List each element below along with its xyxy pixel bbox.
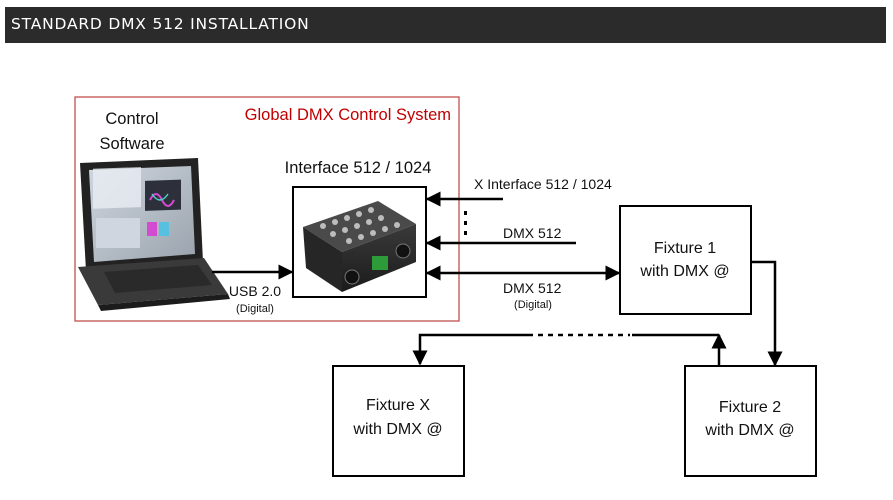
fixture-1-label-line1: Fixture 1 — [654, 240, 716, 257]
page-title: STANDARD DMX 512 INSTALLATION — [11, 15, 310, 33]
global-system-box — [74, 96, 460, 322]
laptop-icon — [78, 158, 230, 311]
dmx-sublabel: (Digital) — [514, 299, 552, 311]
fixture-2-label-line2: with DMX @ — [704, 422, 794, 439]
usb-label: USB 2.0 — [229, 283, 281, 299]
fixture1-to-fixture2-line — [752, 260, 783, 367]
global-system-label: Global DMX Control System — [245, 106, 451, 124]
usb-sublabel: (Digital) — [236, 303, 274, 315]
dmx-label-2: DMX 512 — [503, 280, 562, 296]
page-header: STANDARD DMX 512 INSTALLATION — [5, 7, 886, 43]
fixture-x-label-line2: with DMX @ — [352, 421, 442, 438]
fixture-1-label-line2: with DMX @ — [639, 263, 729, 280]
control-software-label-line2: Software — [99, 135, 164, 153]
dmx-label-1: DMX 512 — [503, 225, 562, 241]
fixture-2-box — [684, 365, 817, 477]
fixture-1-box — [619, 205, 752, 315]
more-outputs-dots — [464, 211, 467, 235]
x-interface-label: X Interface 512 / 1024 — [474, 176, 612, 192]
fixture-x-label-line1: Fixture X — [366, 397, 430, 414]
interface-device-icon — [303, 201, 416, 292]
interface-label: Interface 512 / 1024 — [285, 159, 432, 177]
chain-line-left — [412, 333, 528, 366]
fixture-2-label-line1: Fixture 2 — [719, 399, 781, 416]
fixture-x-box — [332, 365, 465, 477]
control-software-label-line1: Control — [105, 110, 158, 128]
